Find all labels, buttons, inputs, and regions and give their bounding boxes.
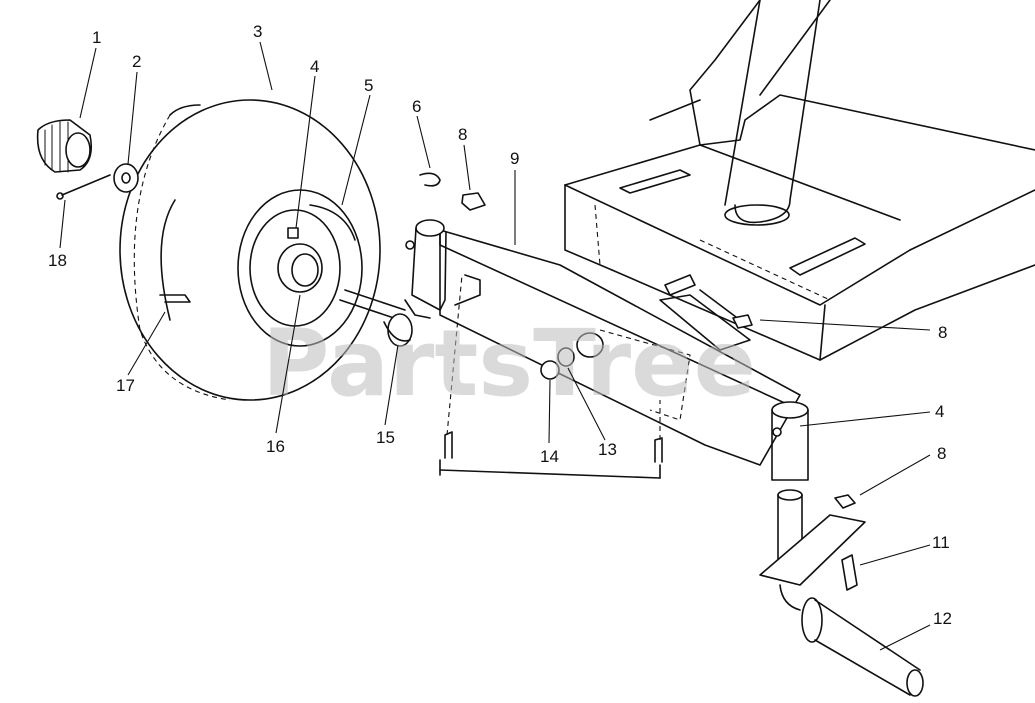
callout-6: 6 — [412, 97, 421, 116]
front-axle-beam-drawing — [439, 229, 801, 466]
callout-8: 8 — [938, 323, 947, 342]
callout-2: 2 — [132, 52, 141, 71]
callout-8: 8 — [458, 125, 467, 144]
left-spindle-drawing — [339, 172, 447, 347]
callout-4: 4 — [310, 57, 319, 76]
callout-8: 8 — [937, 444, 946, 463]
callout-13: 13 — [598, 440, 617, 459]
callout-9: 9 — [510, 149, 519, 168]
front-wheel-tire-drawing — [119, 99, 381, 401]
callout-18: 18 — [48, 251, 67, 270]
callout-14: 14 — [540, 447, 559, 466]
callout-17: 17 — [116, 376, 135, 395]
callout-15: 15 — [376, 428, 395, 447]
hub-cap-and-washer-drawing — [36, 119, 139, 200]
callout-4: 4 — [935, 402, 944, 421]
callout-5: 5 — [364, 76, 373, 95]
callout-16: 16 — [266, 437, 285, 456]
callout-12: 12 — [933, 609, 952, 628]
right-spindle-drawing — [759, 401, 924, 697]
leader-lines — [59, 41, 931, 651]
callout-11: 11 — [932, 533, 950, 552]
watermark-text: PartsTree — [262, 310, 756, 417]
callout-labels: 1 2 3 4 5 6 8 9 18 8 17 4 16 15 14 13 8 … — [48, 22, 952, 628]
callout-3: 3 — [253, 22, 262, 41]
tie-rod-drawing — [439, 274, 663, 479]
washers-and-nut-drawing — [461, 192, 753, 380]
callout-1: 1 — [92, 28, 101, 47]
